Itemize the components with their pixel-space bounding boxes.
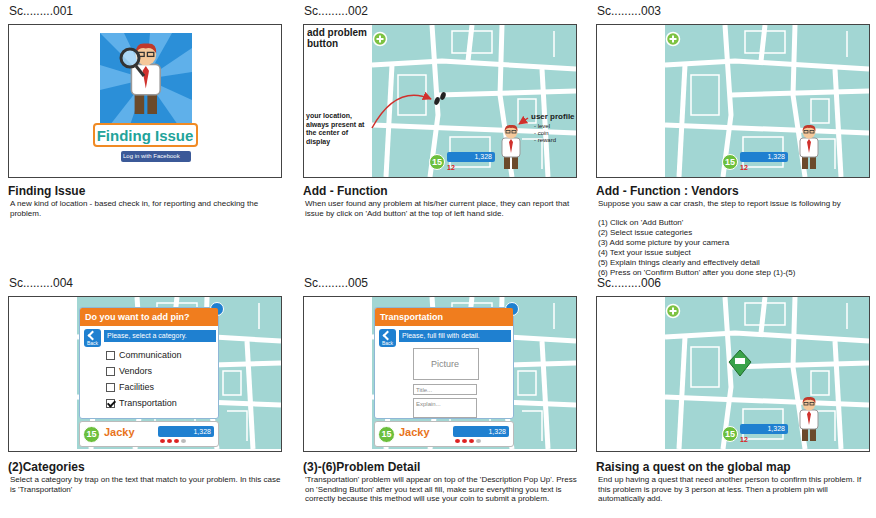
ui-text: Back [379,340,396,346]
ui-text: Jacky [399,426,430,439]
annotation: add problem button [307,27,371,49]
caption-text: End up having a quest that need another … [598,475,870,504]
ui-element: 15 Jacky 1,328 [374,421,514,447]
annotation: - reward [534,137,556,144]
scene-panel: Sc.........006151,32812 [596,296,870,452]
caption-text: Suppose you saw a car crash, the step to… [598,199,870,209]
ui-text: 1,328 [453,426,509,437]
ui-text: 12 [740,163,764,173]
caption-text: A new kind of location - based check in,… [10,199,282,218]
caption-text: Select a category by trap on the text th… [10,475,282,494]
ui-text: 12 [740,435,764,445]
scene-panel: Sc.........004Do you want to add pin?Ple… [8,296,282,452]
annotation: user profile [531,112,575,122]
ui-element: Back [84,329,101,347]
scene-panel: Sc.........002151,32812 [303,24,577,178]
ui-element: 151,32812 [722,149,794,175]
caption-text: (2)Categories [8,460,85,474]
scene-number: Sc.........005 [304,277,368,291]
ui-element: 151,32812 [429,149,501,175]
ui-text: 15 [722,154,738,170]
ui-text: 1,328 [447,152,495,162]
ui-text: Jacky [104,426,135,439]
caption-text: Finding Issue [8,184,85,198]
ui-text: Finding Issue [95,127,195,144]
ui-text: Transportation [106,398,177,409]
ui-text: Do you want to add pin? [80,308,218,326]
ui-text: Please, full fill with detail. [399,330,511,342]
scene-number: Sc.........003 [597,5,661,19]
caption-text: (3) Add some picture by your camera [598,238,729,248]
scene-number: Sc.........001 [9,5,73,19]
caption-text: (1) Click on 'Add Button' [598,218,683,228]
ui-text: Explain... [416,400,441,408]
ui-text: Back [84,340,101,346]
ui-element: 151,32812 [722,421,794,447]
ui-text: 15 [429,154,445,170]
caption-text: 'Transportation' problem will appear on … [305,475,577,504]
scene-panel: Sc.........003151,32812 [596,24,870,178]
ui-text: Log in with Facebook [123,153,180,160]
ui-text: 1,328 [740,424,788,434]
ui-text: Picture [414,359,476,369]
caption-text: (4) Text your issue subject [598,248,691,258]
ui-text: 1,328 [740,152,788,162]
annotation: - level [534,123,550,130]
scene-number: Sc.........006 [597,277,661,291]
caption-text: Add - Function [303,184,388,198]
ui-text: Please, select a category. [104,330,216,342]
caption-text: (3)-(6)Problem Detail [303,460,420,474]
scene-panel: Sc.........005TransportationPlease, full… [303,296,577,452]
annotation: - coin [534,130,549,137]
ui-text: 1,328 [158,426,214,437]
scene-number: Sc.........004 [9,277,73,291]
caption-text: (6) Press on 'Confirm Button' after you … [598,268,795,278]
caption-text: Add - Function : Vendors [596,184,739,198]
ui-text: Transportation [375,308,513,326]
ui-text: Facilities [106,382,154,393]
scene-number: Sc.........002 [304,5,368,19]
ui-text: Vendors [106,366,152,377]
ui-text: Communication [106,350,182,361]
ui-element: Title... [413,384,477,395]
ui-text: 15 [378,426,395,443]
ui-text: 12 [447,163,471,173]
ui-element: Back [379,329,396,347]
ui-element: Finding Issue [93,123,198,147]
ui-element: Log in with Facebook [121,151,191,162]
caption-text: Raising a quest on the global map [596,460,791,474]
caption-text: (5) Explain things clearly and effective… [598,258,760,268]
annotation: your location, always present at the cen… [306,112,368,146]
ui-text: 15 [722,426,738,442]
ui-text: 15 [83,426,100,443]
scene-panel: Sc.........001Finding IssueLog in with F… [8,24,282,178]
caption-text: (2) Select issue categories [598,228,692,238]
ui-text: Title... [416,386,432,394]
ui-element: Explain... [413,398,477,418]
ui-element: Picture [413,348,479,380]
caption-text: When user found any problem at his/her c… [305,199,577,218]
ui-element: Do you want to add pin? Please, select a … [79,307,219,419]
ui-element: TransportationPlease, full fill with det… [374,307,514,419]
ui-element: 15 Jacky 1,328 [79,421,219,447]
